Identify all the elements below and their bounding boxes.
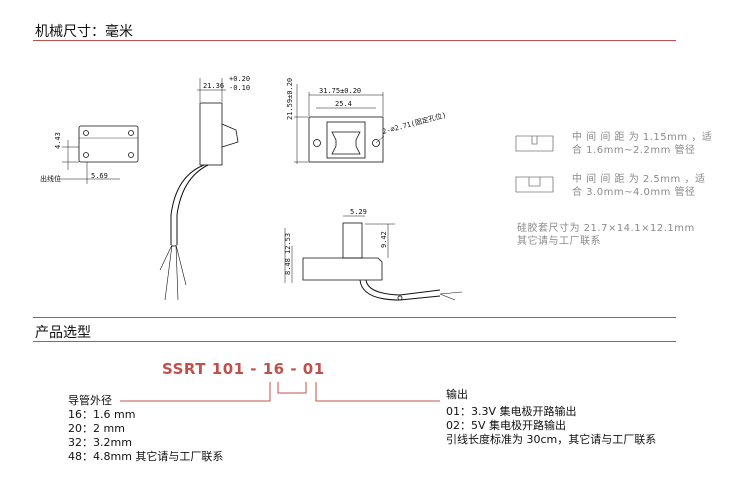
- dim-a-label: 21.36: [203, 82, 224, 90]
- tube-option-16: 16：1.6 mm: [68, 408, 136, 421]
- sensor-bottom-view: [284, 215, 463, 301]
- bottom-right-label: 9.42: [380, 231, 388, 248]
- note-wide-line1: 中 间 间 距 为 2.5mm ，适: [572, 174, 706, 185]
- output-option-02: 02：5V 集电极开路输出: [446, 419, 567, 432]
- bottom-left2-label: 12.53: [284, 233, 292, 254]
- front-inner-label: 25.4: [335, 100, 352, 108]
- output-option-01: 01：3.3V 集电极开路输出: [446, 405, 577, 418]
- bottom-left-label: 8.48: [284, 258, 292, 275]
- exit-position-label: 出线位: [40, 174, 61, 183]
- tube-options-list: 16：1.6 mm 20：2 mm 32：3.2mm 48：4.8mm 其它请与…: [68, 408, 223, 464]
- note-narrow-line1: 中 间 间 距 为 1.15mm ，适: [572, 132, 713, 143]
- model-code: SSRT 101 - 16 - 01: [162, 360, 325, 378]
- front-height-label: 21.59±0.20: [286, 78, 294, 120]
- dim-width-label: 5.69: [91, 172, 108, 180]
- bottom-top-label: 5.29: [350, 208, 367, 216]
- tol-plus-label: +0.20: [229, 75, 250, 83]
- tube-option-20: 20：2 mm: [68, 422, 125, 435]
- section-title-mechanical: 机械尺寸：毫米: [35, 24, 133, 40]
- note-silicone: 硅胶套尺寸为 21.7×14.1×12.1mm 其它请与工厂联系: [517, 222, 695, 248]
- tube-gap-icon-narrow: [515, 135, 554, 152]
- section-title-selection: 产品选型: [35, 325, 91, 341]
- sensor-side-view: [159, 78, 239, 301]
- note-narrow-gap: 中 间 间 距 为 1.15mm ，适 合 1.6mm~2.2mm 管径: [572, 131, 712, 157]
- sensor-top-view: [57, 125, 139, 184]
- section-divider: [33, 40, 676, 41]
- front-width-label: 31.75±0.20: [319, 87, 361, 95]
- silicone-line1: 硅胶套尺寸为 21.7×14.1×12.1mm: [517, 223, 695, 234]
- dim-height-label: 4.43: [54, 132, 62, 149]
- note-wide-gap: 中 间 间 距 为 2.5mm ，适 合 3.0mm~4.0mm 管径: [572, 173, 705, 199]
- tube-option-32: 32：3.2mm: [68, 436, 132, 449]
- lead-length-note: 引线长度标准为 30cm，其它请与工厂联系: [446, 433, 657, 446]
- tube-diameter-label: 导管外径: [68, 394, 112, 407]
- sensor-front-view: [294, 84, 385, 164]
- note-wide-line2: 合 3.0mm~4.0mm 管径: [572, 187, 696, 198]
- tol-minus-label: -0.10: [229, 84, 250, 92]
- section-divider-bottom: [33, 341, 676, 342]
- note-narrow-line2: 合 1.6mm~2.2mm 管径: [572, 145, 696, 156]
- silicone-line2: 其它请与工厂联系: [517, 236, 601, 247]
- tube-option-48: 48：4.8mm 其它请与工厂联系: [68, 450, 224, 463]
- output-options-list: 01：3.3V 集电极开路输出 02：5V 集电极开路输出 引线长度标准为 30…: [446, 405, 656, 447]
- section-divider-top: [33, 317, 676, 318]
- tube-gap-icon-wide: [515, 176, 554, 193]
- output-label: 输出: [446, 388, 468, 401]
